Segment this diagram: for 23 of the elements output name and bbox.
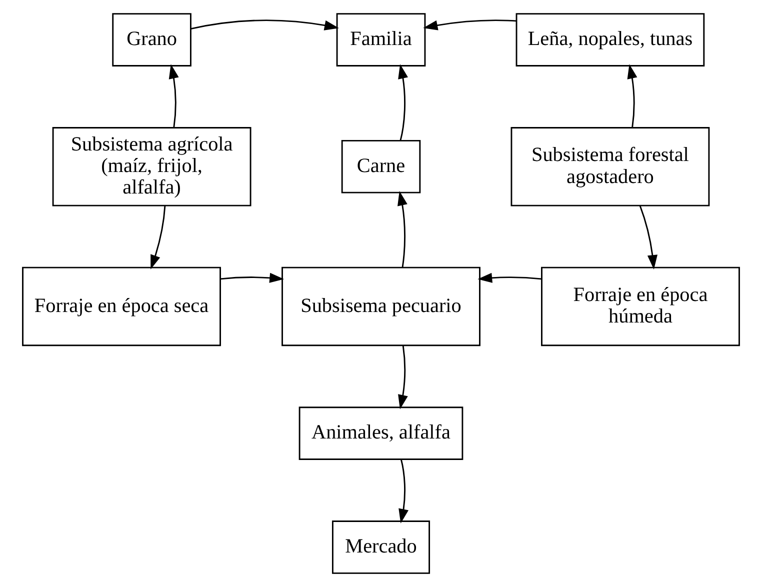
arrow xyxy=(397,191,407,268)
node-box: Subsistema agrícola (maíz, frijol, alfalfa) xyxy=(52,127,251,206)
arrow xyxy=(150,206,166,270)
arrow xyxy=(168,64,178,128)
arrow xyxy=(626,64,637,128)
node-box: Forraje en época seca xyxy=(22,266,220,346)
arrow xyxy=(190,20,338,30)
arrow xyxy=(398,346,408,410)
node-box: Leña, nopales, tunas xyxy=(515,13,704,66)
arrow xyxy=(477,272,541,283)
node-box: Carne xyxy=(340,140,420,194)
node-box: Animales, alfalfa xyxy=(298,406,463,460)
arrow xyxy=(398,459,408,524)
arrow xyxy=(638,206,657,270)
node-box: Forraje en época húmeda xyxy=(540,266,740,346)
arrow xyxy=(220,272,284,283)
node-box: Mercado xyxy=(331,520,430,574)
node-box: Subsisema pecuario xyxy=(281,266,480,346)
arrow xyxy=(422,20,516,30)
node-box: Subsistema forestal agostadero xyxy=(510,127,710,206)
node-box: Grano xyxy=(112,13,191,66)
arrow xyxy=(398,64,408,141)
node-box: Familia xyxy=(336,13,426,66)
